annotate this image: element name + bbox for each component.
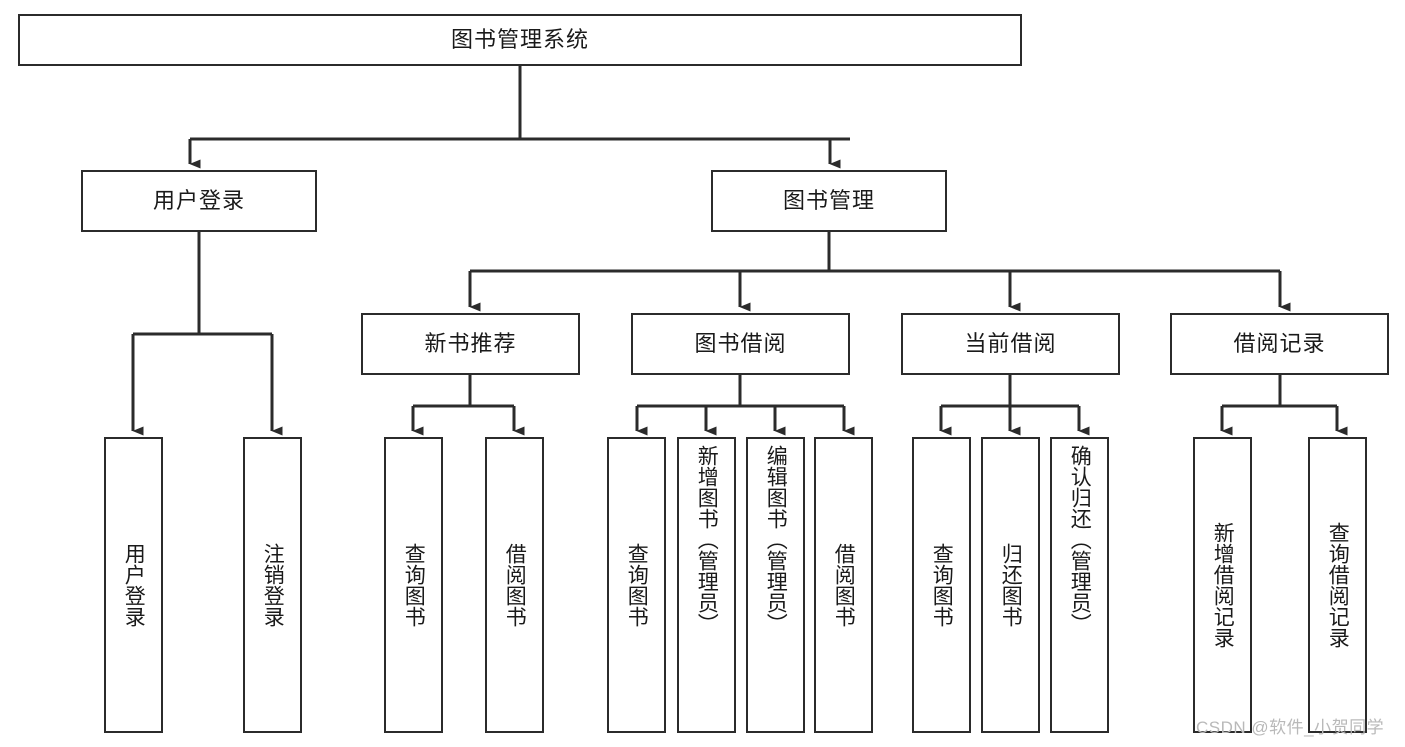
- edge-current-borrow-to-leaves: [939, 375, 1090, 436]
- node-label: 用户登录: [122, 543, 146, 627]
- node-new-book-recommend[interactable]: 新书推荐: [361, 313, 580, 375]
- node-leaf-user-login[interactable]: 用户登录: [104, 437, 163, 733]
- node-label: 确认归还（管理员）: [1068, 445, 1092, 634]
- node-label: 借阅图书: [832, 543, 856, 627]
- node-label: 查询图书: [625, 543, 649, 627]
- node-current-borrow[interactable]: 当前借阅: [901, 313, 1120, 375]
- node-label: 编辑图书（管理员）: [764, 445, 788, 634]
- node-label: 图书借阅: [694, 330, 787, 356]
- node-label: 新书推荐: [424, 330, 517, 356]
- node-leaf-logout-login[interactable]: 注销登录: [243, 437, 302, 733]
- node-leaf-add-borrow-record[interactable]: 新增借阅记录: [1193, 437, 1252, 733]
- node-leaf-query-book-recommend[interactable]: 查询图书: [384, 437, 443, 733]
- node-label: 借阅记录: [1233, 330, 1326, 356]
- node-label: 新增借阅记录: [1211, 522, 1235, 648]
- node-leaf-query-book-current[interactable]: 查询图书: [912, 437, 971, 733]
- node-leaf-borrow-book-recommend[interactable]: 借阅图书: [485, 437, 544, 733]
- node-label: 图书管理系统: [450, 26, 589, 52]
- node-label: 用户登录: [152, 187, 245, 213]
- node-leaf-query-borrow-record[interactable]: 查询借阅记录: [1308, 437, 1367, 733]
- node-leaf-confirm-return-admin[interactable]: 确认归还（管理员）: [1050, 437, 1109, 733]
- node-label: 图书管理: [782, 187, 875, 213]
- node-leaf-add-book-admin[interactable]: 新增图书（管理员）: [677, 437, 736, 733]
- edge-user-login-to-leaves: [131, 232, 283, 436]
- node-label: 当前借阅: [964, 330, 1057, 356]
- edge-borrow-record-to-leaves: [1220, 375, 1348, 436]
- edge-book-manage-to-level3: [468, 232, 1291, 312]
- edge-book-borrow-to-leaves: [635, 375, 855, 436]
- node-root-book-management-system[interactable]: 图书管理系统: [18, 14, 1022, 66]
- edge-root-to-level2: [188, 66, 850, 169]
- node-leaf-borrow-book-borrow[interactable]: 借阅图书: [814, 437, 873, 733]
- node-label: 借阅图书: [503, 543, 527, 627]
- node-label: 查询借阅记录: [1326, 522, 1350, 648]
- node-leaf-query-book-borrow[interactable]: 查询图书: [607, 437, 666, 733]
- node-label: 查询图书: [402, 543, 426, 627]
- node-book-borrow[interactable]: 图书借阅: [631, 313, 850, 375]
- node-book-management[interactable]: 图书管理: [711, 170, 947, 232]
- node-label: 注销登录: [261, 543, 285, 627]
- node-leaf-edit-book-admin[interactable]: 编辑图书（管理员）: [746, 437, 805, 733]
- node-user-login[interactable]: 用户登录: [81, 170, 317, 232]
- edge-new-book-recommend-to-leaves: [411, 375, 525, 436]
- node-label: 查询图书: [930, 543, 954, 627]
- node-borrow-record[interactable]: 借阅记录: [1170, 313, 1389, 375]
- node-label: 归还图书: [999, 543, 1023, 627]
- node-label: 新增图书（管理员）: [695, 445, 719, 634]
- node-leaf-return-book[interactable]: 归还图书: [981, 437, 1040, 733]
